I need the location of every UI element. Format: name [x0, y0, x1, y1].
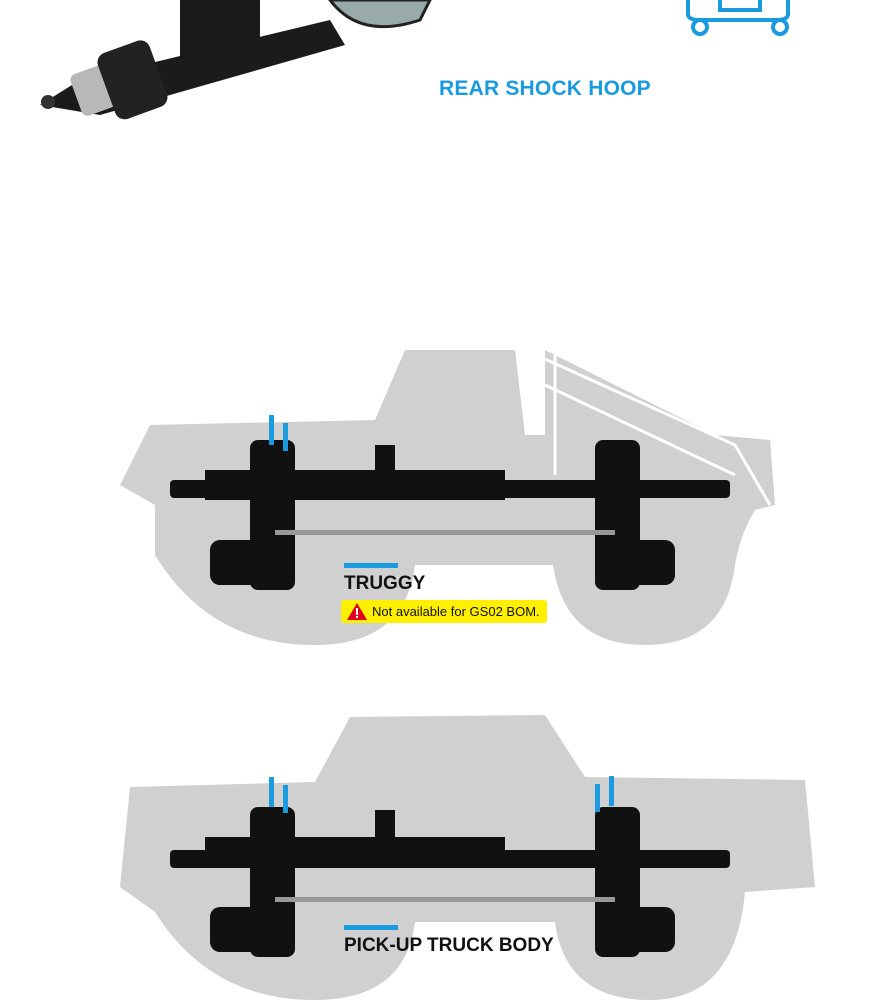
accent-bar	[344, 925, 398, 930]
variant-title-pickup: PICK-UP TRUCK BODY	[344, 935, 554, 956]
accent-bar	[344, 563, 398, 568]
pickup-truck-image	[120, 715, 815, 1000]
warning-text: Not available for GS02 BOM.	[372, 604, 540, 619]
warning-badge: Not available for GS02 BOM.	[341, 600, 547, 623]
truggy-chassis	[170, 440, 730, 590]
rear-axle-image	[40, 0, 432, 120]
warning-triangle-icon	[347, 603, 367, 620]
rear-shock-hoop-icon	[686, 0, 790, 36]
variant-title-truggy: TRUGGY	[344, 573, 426, 594]
rear-shock-hoop-label: REAR SHOCK HOOP	[439, 77, 651, 100]
truggy-image	[120, 348, 775, 645]
